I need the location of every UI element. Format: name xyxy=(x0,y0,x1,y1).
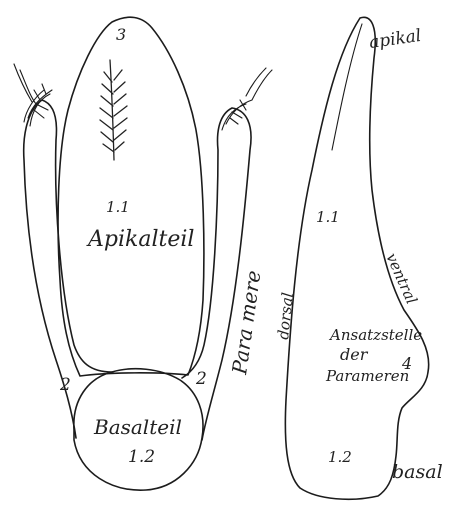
right-paramere-tip-hairs xyxy=(222,68,272,130)
label-1-2-right: 1.2 xyxy=(328,448,352,466)
label-basal: basal xyxy=(392,461,443,483)
label-ansatzstelle: Ansatzstelle xyxy=(328,326,422,344)
label-apikalteil: Apikalteil xyxy=(86,227,194,252)
label-der: der xyxy=(340,345,369,364)
label-ventral: ventral xyxy=(382,250,420,307)
label-2-left: 2 xyxy=(59,375,71,395)
label-3: 3 xyxy=(116,25,126,44)
label-apikal: apikal xyxy=(368,26,423,53)
label-basalteil: Basalteil xyxy=(93,415,182,439)
label-parameren: Parameren xyxy=(325,367,409,385)
label-paramere: Para mere xyxy=(227,269,265,377)
left-figure: 3 1.1 Apikalteil Para mere 2 2 Basalteil… xyxy=(14,17,272,490)
label-1-1-right: 1.1 xyxy=(316,208,340,226)
label-4: 4 xyxy=(401,354,412,373)
left-paramere-tip-hairs xyxy=(14,64,52,126)
right-figure: apikal 1.1 ventral dorsal Ansatzstelle d… xyxy=(274,17,443,499)
label-2-right: 2 xyxy=(195,369,207,389)
label-dorsal: dorsal xyxy=(274,291,297,340)
lateral-outline xyxy=(285,17,428,499)
apikalteil-outline xyxy=(58,17,204,376)
label-1-1-left: 1.1 xyxy=(106,198,130,216)
label-1-2-left: 1.2 xyxy=(128,447,155,467)
apical-hatching xyxy=(100,60,127,160)
